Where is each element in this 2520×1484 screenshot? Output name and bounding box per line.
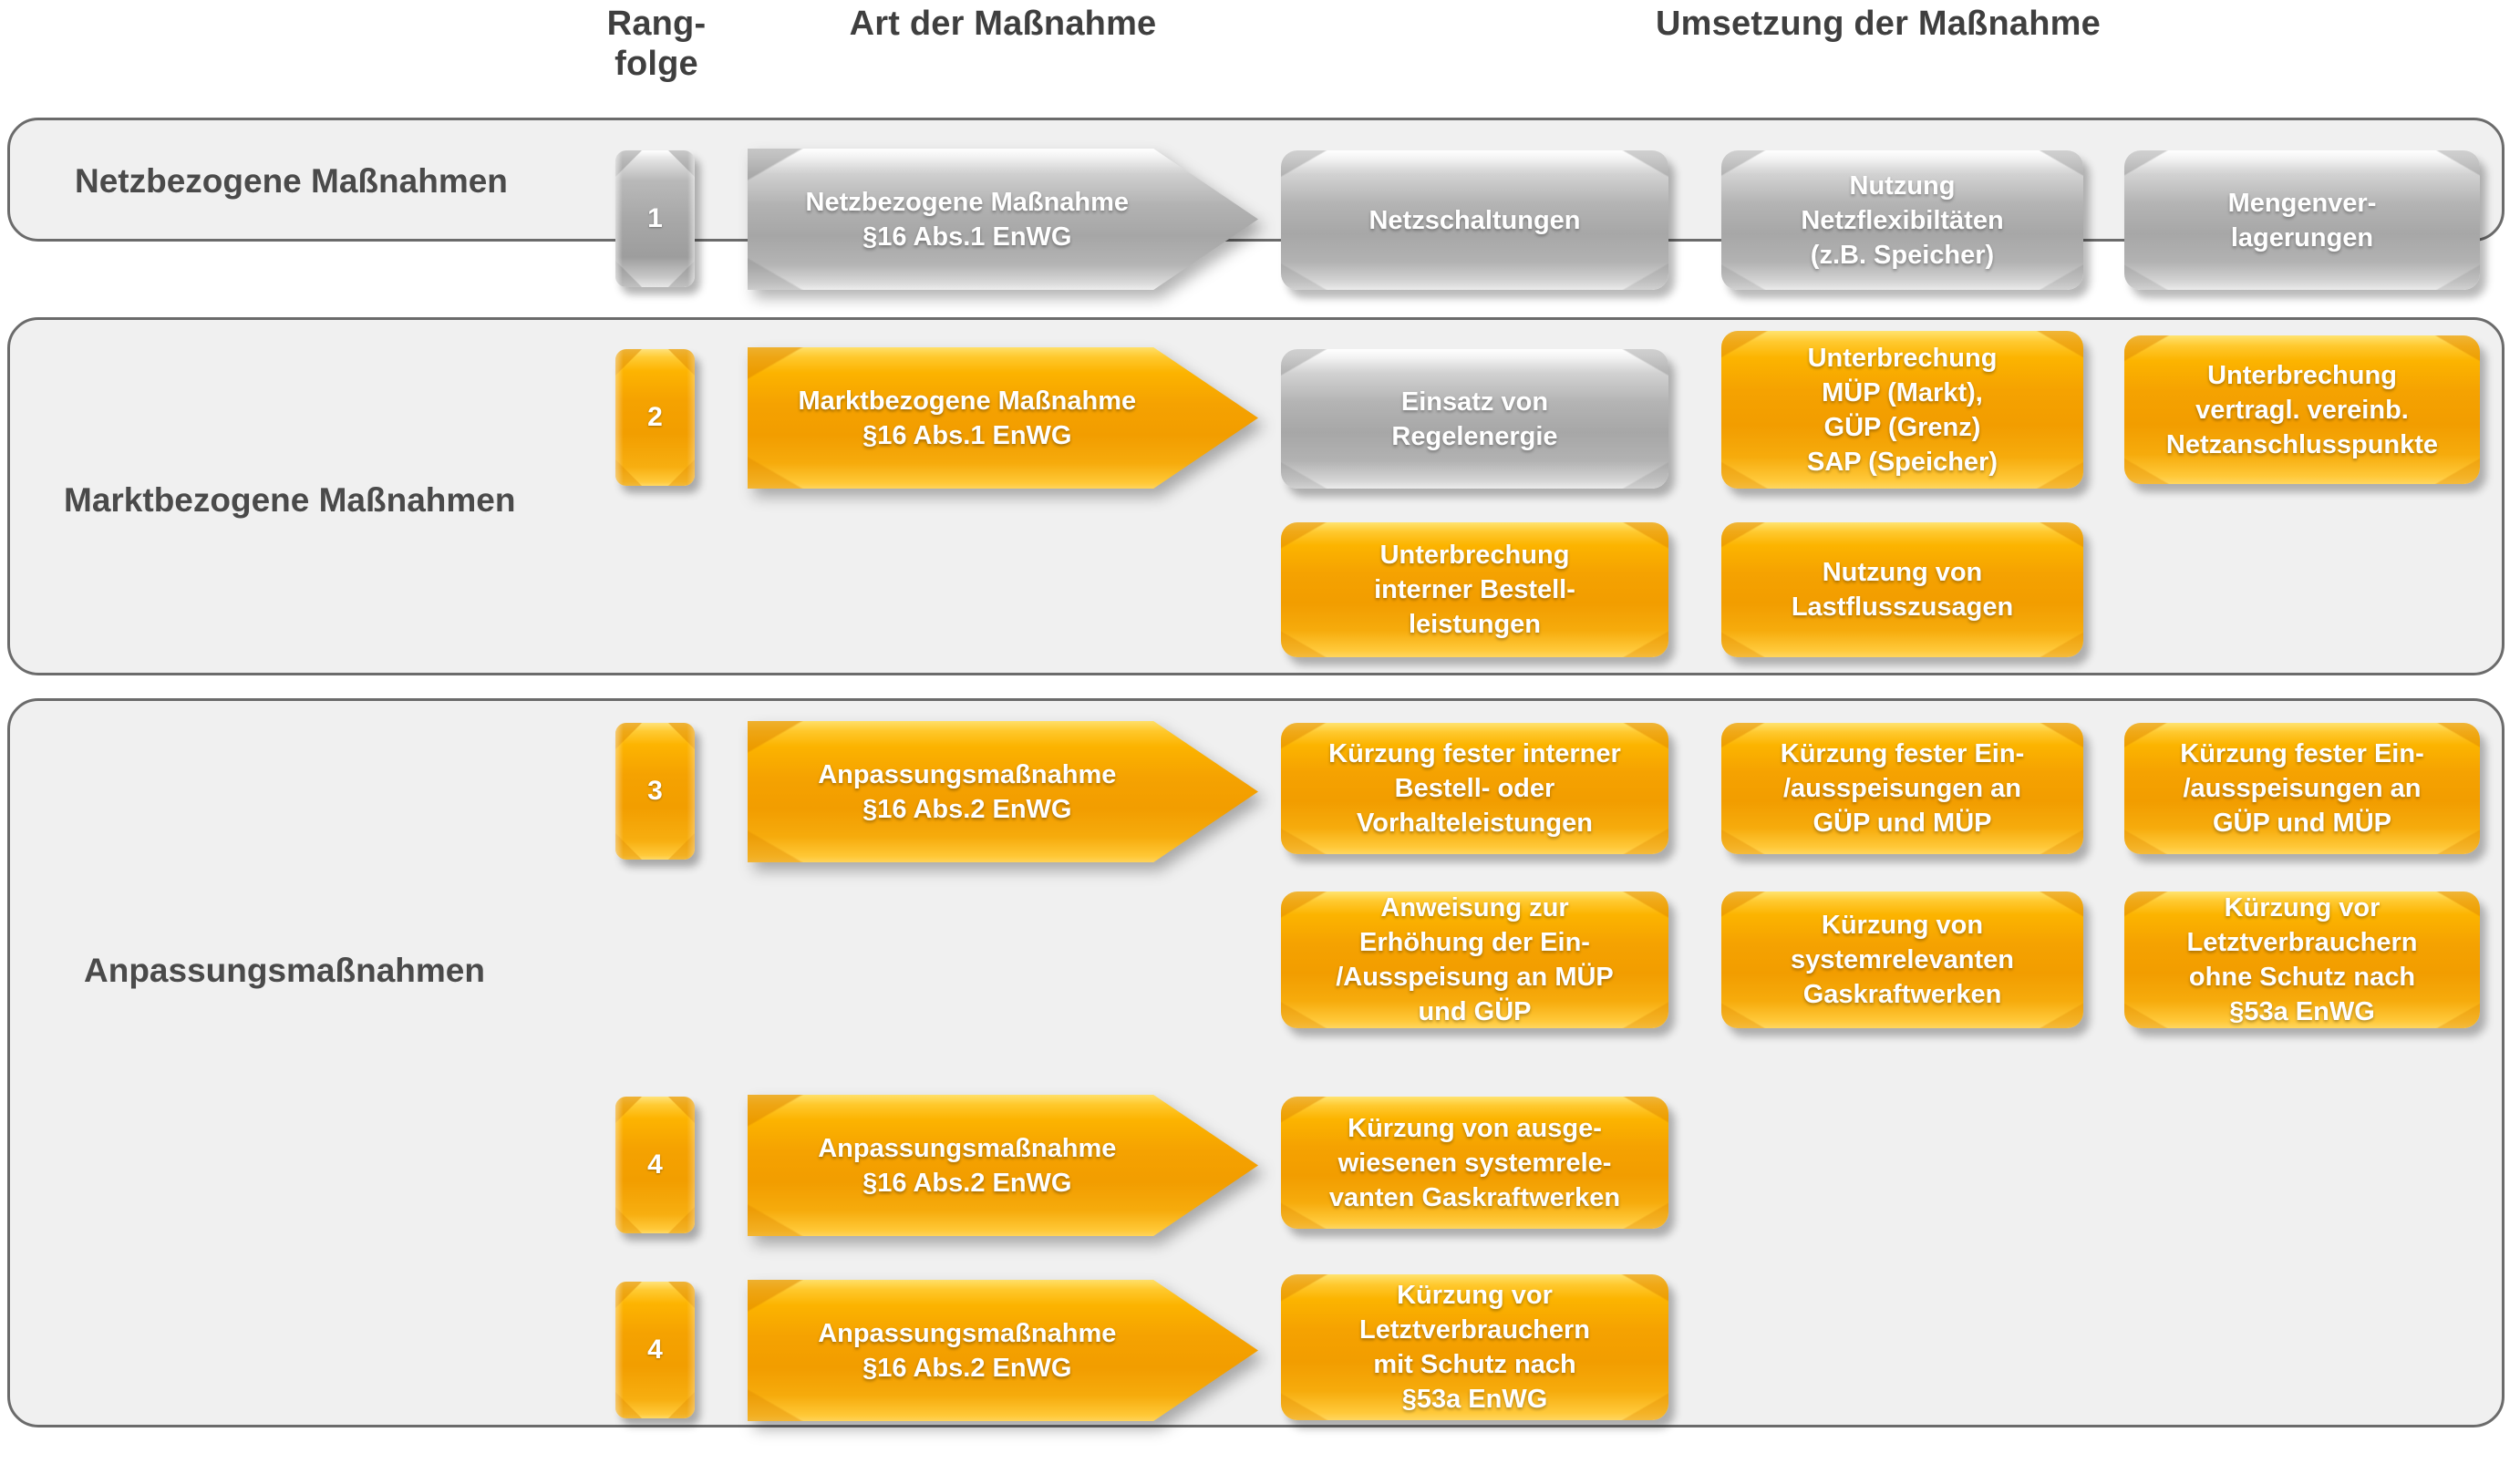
measure-type-label: Anpassungsmaßnahme §16 Abs.2 EnWG xyxy=(818,1133,1117,1198)
measure-label: Kürzung vor Letztverbrauchern mit Schutz… xyxy=(1358,1281,1590,1414)
bevel-chevron xyxy=(615,1097,695,1233)
measure-box[interactable]: Kürzung vor Letztverbrauchern ohne Schut… xyxy=(2124,891,2480,1028)
measure-box[interactable]: Anweisung zur Erhöhung der Ein- /Ausspei… xyxy=(1281,891,1668,1028)
measure-type-arrow-1[interactable]: Netzbezogene Maßnahme §16 Abs.1 EnWG xyxy=(748,149,1258,290)
box-bevel xyxy=(1721,891,2083,1028)
measure-label: Kürzung vor Letztverbrauchern ohne Schut… xyxy=(2186,893,2418,1026)
box-bevel xyxy=(1721,150,2083,290)
measure-type-label: Marktbezogene Maßnahme §16 Abs.1 EnWG xyxy=(798,386,1137,450)
measure-box[interactable]: Kürzung fester interner Bestell- oder Vo… xyxy=(1281,723,1668,854)
box-bevel xyxy=(2124,335,2480,484)
rank-value: 4 xyxy=(647,1149,663,1180)
arrow-face xyxy=(748,149,1258,290)
box-bevel xyxy=(1281,723,1668,854)
arrow-bevel xyxy=(748,347,1258,489)
box-face xyxy=(1281,150,1668,290)
measure-label: Einsatz von Regelenergie xyxy=(1391,386,1558,451)
group-panel-netzbezogene xyxy=(7,118,2505,242)
box-bevel xyxy=(1281,891,1668,1028)
box-bevel xyxy=(1281,1274,1668,1420)
bevel-side xyxy=(615,349,695,486)
column-header-implementation: Umsetzung der Maßnahme xyxy=(1656,5,2101,43)
bevel-side xyxy=(615,1282,695,1418)
box-face xyxy=(1721,150,2083,290)
box-bevel xyxy=(1281,150,1668,290)
rank-value: 2 xyxy=(647,402,663,432)
measure-label: Nutzung von Lastflusszusagen xyxy=(1791,558,2014,622)
box-bevel xyxy=(2124,723,2480,854)
group-panel-marktbezogene xyxy=(7,317,2505,675)
measure-box[interactable]: Kürzung vor Letztverbrauchern mit Schutz… xyxy=(1281,1274,1668,1420)
bevel-side xyxy=(615,1097,695,1233)
bevel-chevron xyxy=(615,1282,695,1418)
measure-label: Kürzung fester Ein- /ausspeisungen an GÜ… xyxy=(1780,739,2025,838)
measure-box[interactable]: Kürzung fester Ein- /ausspeisungen an GÜ… xyxy=(2124,723,2480,854)
measure-box[interactable]: Einsatz von Regelenergie xyxy=(1281,349,1668,489)
measure-box[interactable]: Unterbrechung interner Bestell- leistung… xyxy=(1281,522,1668,657)
measure-box[interactable]: Mengenver- lagerungen xyxy=(2124,150,2480,290)
measure-label: Kürzung von ausge- wiesenen systemrele- … xyxy=(1328,1113,1621,1212)
bevel-side xyxy=(615,150,695,287)
measure-box[interactable]: Unterbrechung MÜP (Markt), GÜP (Grenz) S… xyxy=(1721,331,2083,489)
rank-badge-3[interactable]: 3 xyxy=(615,723,695,860)
group-panel-anpassungs xyxy=(7,698,2505,1427)
rank-badge-4a[interactable]: 4 xyxy=(615,1097,695,1233)
box-bevel xyxy=(1281,1097,1668,1229)
bevel-chevron xyxy=(615,723,695,860)
measure-label: Kürzung von systemrelevanten Gaskraftwer… xyxy=(1790,911,2015,1009)
column-header-type: Art der Maßnahme xyxy=(849,5,1157,43)
arrow-bevel xyxy=(748,1095,1258,1236)
bevel-chevron xyxy=(615,349,695,486)
bevel-side xyxy=(615,723,695,860)
measure-box[interactable]: Kürzung von ausge- wiesenen systemrele- … xyxy=(1281,1097,1668,1229)
arrow-bevel xyxy=(748,721,1258,862)
group-label-marktbezogene: Marktbezogene Maßnahmen xyxy=(64,481,516,519)
measure-box[interactable]: Nutzung von Lastflusszusagen xyxy=(1721,522,2083,657)
measure-label: Unterbrechung interner Bestell- leistung… xyxy=(1374,541,1575,639)
measure-type-arrow-2[interactable]: Marktbezogene Maßnahme §16 Abs.1 EnWG xyxy=(748,347,1258,489)
rank-badge-4b[interactable]: 4 xyxy=(615,1282,695,1418)
rank-value: 4 xyxy=(647,1335,663,1365)
box-bevel xyxy=(2124,891,2480,1028)
measure-box[interactable]: Kürzung von systemrelevanten Gaskraftwer… xyxy=(1721,891,2083,1028)
measure-box[interactable]: Netzschaltungen xyxy=(1281,150,1668,290)
arrow-bevel xyxy=(748,149,1258,290)
measure-label: Unterbrechung MÜP (Markt), GÜP (Grenz) S… xyxy=(1807,343,1998,477)
box-bevel xyxy=(2124,150,2480,290)
box-bevel xyxy=(1281,522,1668,657)
arrow-bevel xyxy=(748,1280,1258,1421)
measure-type-arrow-4b[interactable]: Anpassungsmaßnahme §16 Abs.2 EnWG xyxy=(748,1280,1258,1421)
box-face xyxy=(2124,150,2480,290)
measure-label: Mengenver- lagerungen xyxy=(2227,188,2377,252)
measure-label: Netzschaltungen xyxy=(1368,205,1581,235)
measure-type-arrow-4a[interactable]: Anpassungsmaßnahme §16 Abs.2 EnWG xyxy=(748,1095,1258,1236)
measure-type-arrow-3[interactable]: Anpassungsmaßnahme §16 Abs.2 EnWG xyxy=(748,721,1258,862)
measure-label: Anweisung zur Erhöhung der Ein- /Ausspei… xyxy=(1336,893,1614,1026)
measure-type-label: Netzbezogene Maßnahme §16 Abs.1 EnWG xyxy=(805,187,1130,252)
rank-badge-1[interactable]: 1 xyxy=(615,150,695,287)
measure-box[interactable]: Unterbrechung vertragl. vereinb. Netzans… xyxy=(2124,335,2480,484)
measure-label: Kürzung fester interner Bestell- oder Vo… xyxy=(1328,739,1621,838)
group-label-netzbezogene: Netzbezogene Maßnahmen xyxy=(75,162,508,200)
box-bevel xyxy=(1721,522,2083,657)
group-label-anpassungs: Anpassungsmaßnahmen xyxy=(84,952,485,989)
measure-type-label: Anpassungsmaßnahme §16 Abs.2 EnWG xyxy=(818,759,1117,824)
measure-label: Nutzung Netzflexibiltäten (z.B. Speicher… xyxy=(1801,170,2004,270)
rank-badge-2[interactable]: 2 xyxy=(615,349,695,486)
rank-value: 1 xyxy=(647,203,663,233)
column-header-rank: Rang- folge xyxy=(606,5,707,83)
box-bevel xyxy=(1721,331,2083,489)
measure-box[interactable]: Kürzung fester Ein- /ausspeisungen an GÜ… xyxy=(1721,723,2083,854)
rank-value: 3 xyxy=(647,776,663,806)
measure-label: Kürzung fester Ein- /ausspeisungen an GÜ… xyxy=(2180,739,2424,838)
measure-label: Unterbrechung vertragl. vereinb. Netzans… xyxy=(2165,360,2439,459)
box-face xyxy=(1281,349,1668,489)
measure-box[interactable]: Nutzung Netzflexibiltäten (z.B. Speicher… xyxy=(1721,150,2083,290)
measure-type-label: Anpassungsmaßnahme §16 Abs.2 EnWG xyxy=(818,1318,1117,1383)
box-bevel xyxy=(1721,723,2083,854)
box-bevel xyxy=(1281,349,1668,489)
